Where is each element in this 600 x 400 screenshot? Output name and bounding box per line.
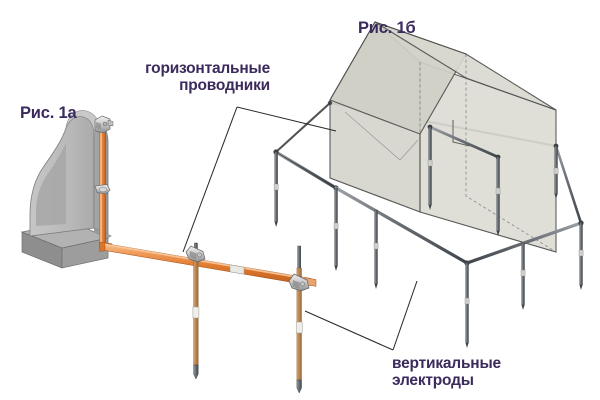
leader-vertical-right xyxy=(392,280,418,351)
figure-label-1a: Рис. 1а xyxy=(20,104,77,122)
electrode-b7 xyxy=(427,126,433,210)
conductor-joint-sleeve xyxy=(229,264,245,275)
electrode-b3 xyxy=(373,209,379,289)
electrode-a2-tip xyxy=(296,379,302,394)
leader-lines xyxy=(182,106,418,351)
electrode-a2-coupling xyxy=(295,321,303,334)
wall-front-shading xyxy=(36,143,66,226)
label-vertical-electrodes: вертикальные электроды xyxy=(392,355,501,390)
house-figure-b xyxy=(275,21,557,253)
electrode-a2-clamp xyxy=(288,273,310,292)
house-vertical-electrodes xyxy=(273,126,584,348)
vertical-electrode-a1 xyxy=(185,242,206,380)
electrode-b4 xyxy=(464,262,470,348)
horizontal-conductor-highlight xyxy=(105,243,311,281)
electrode-a1-coupling xyxy=(192,306,200,319)
electrode-b2 xyxy=(333,187,339,271)
earthing-ring-front xyxy=(273,100,584,266)
house-roof-right xyxy=(374,21,557,111)
electrode-b8 xyxy=(495,156,501,236)
horizontal-conductor-run xyxy=(104,243,317,287)
electrode-b5 xyxy=(520,242,526,310)
electrode-a1-clamp xyxy=(185,245,206,263)
figure-label-1b: Рис. 1б xyxy=(358,19,416,37)
electrode-a1-tip xyxy=(193,364,199,380)
vertical-electrode-a2 xyxy=(288,245,310,394)
leader-vertical-left xyxy=(304,310,394,351)
electrode-b6 xyxy=(578,222,584,290)
wall-block-figure-a xyxy=(20,110,112,269)
electrode-b1 xyxy=(273,151,279,227)
leader-horizontal-left xyxy=(182,106,238,253)
leader-horizontal-right xyxy=(236,106,337,132)
label-horizontal-conductors: горизонтальные проводники xyxy=(145,60,270,95)
wall-clamp-lower xyxy=(94,184,111,195)
house-floor-plane xyxy=(329,177,557,253)
electrode-b9 xyxy=(553,145,559,199)
wall-clamp-top xyxy=(94,115,114,134)
